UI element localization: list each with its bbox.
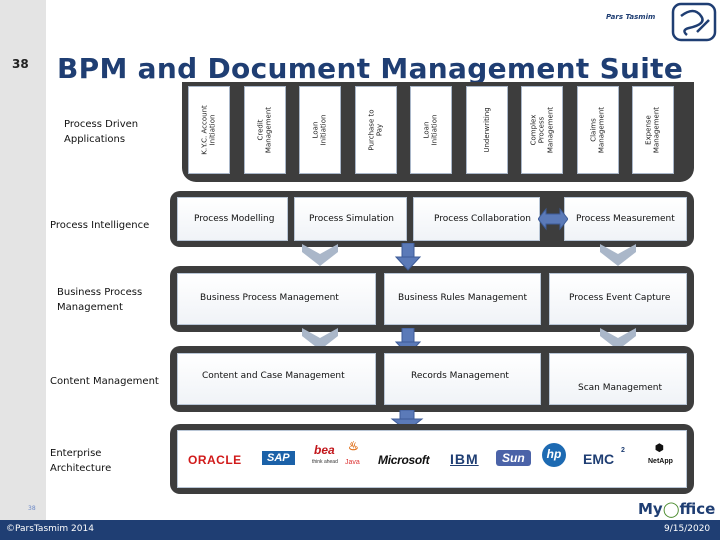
label-business-process-management: Business Process Management — [57, 287, 143, 313]
double-arrow-icon — [538, 207, 568, 231]
emc-logo: EMC — [583, 451, 615, 467]
app-complex-process-management[interactable]: Complex Process Management — [521, 86, 563, 174]
footer-bar — [0, 520, 720, 540]
label-process-driven-applications: Process Driven Applications — [64, 119, 139, 145]
java-logo: Java — [345, 459, 360, 466]
app-loan-initiation[interactable]: Loan Initiation — [299, 86, 341, 174]
process-modelling-panel[interactable]: Process Modelling — [177, 197, 288, 241]
records-management-panel[interactable]: Records Management — [384, 353, 541, 405]
app-claims-management[interactable]: Claims Management — [577, 86, 619, 174]
bea-logo: bea — [314, 443, 335, 457]
ibm-logo: IBM — [450, 451, 479, 467]
scan-management-panel[interactable]: Scan Management — [549, 353, 687, 405]
bea-tagline: think ahead — [312, 459, 338, 465]
slide-number: 38 — [12, 57, 29, 71]
process-simulation-panel[interactable]: Process Simulation — [294, 197, 407, 241]
sun-logo: Sun — [496, 450, 531, 466]
copyright-text: ©ParsTasmim 2014 — [6, 524, 94, 534]
microsoft-logo: Microsoft — [378, 453, 430, 467]
down-chevron-icon — [302, 328, 338, 350]
left-sidebar-bar — [0, 0, 46, 520]
app-credit-management[interactable]: Credit Management — [244, 86, 286, 174]
page-title: BPM and Document Management Suite — [57, 52, 684, 85]
netapp-mark-icon: ⬢ — [655, 443, 664, 454]
footer-date: 9/15/2020 — [664, 524, 711, 534]
brand-logo-icon — [671, 2, 717, 42]
oracle-logo: ORACLE — [188, 453, 242, 467]
brand-name: Pars Tasmim — [606, 13, 656, 21]
label-content-management: Content Management — [50, 376, 159, 387]
business-rules-management-panel[interactable]: Business Rules Management — [384, 273, 541, 325]
office-o-icon: ◯ — [662, 500, 680, 518]
vendor-logos-panel: ORACLE SAP bea think ahead ♨ Java Micros… — [177, 430, 687, 488]
hp-logo: hp — [542, 443, 566, 467]
app-purchase-to-pay[interactable]: Purchase to Pay — [355, 86, 397, 174]
process-event-capture-panel[interactable]: Process Event Capture — [549, 273, 687, 325]
app-underwriting[interactable]: Underwriting — [466, 86, 508, 174]
down-chevron-icon — [600, 244, 636, 266]
label-enterprise-architecture: Enterprise Architecture — [50, 448, 112, 474]
app-expense-management[interactable]: Expense Management — [632, 86, 674, 174]
label-process-intelligence: Process Intelligence — [50, 220, 150, 231]
emc-superscript: 2 — [621, 447, 625, 454]
java-cup-icon: ♨ — [348, 439, 359, 453]
app-kyc-account-initiation[interactable]: K.Y.C. Account Initiation — [188, 86, 230, 174]
down-chevron-icon — [600, 328, 636, 350]
down-arrow-icon — [394, 243, 422, 271]
content-and-case-management-panel[interactable]: Content and Case Management — [177, 353, 376, 405]
sap-logo: SAP — [262, 451, 295, 465]
process-collaboration-panel[interactable]: Process Collaboration — [413, 197, 540, 241]
down-chevron-icon — [302, 244, 338, 266]
process-measurement-panel[interactable]: Process Measurement — [564, 197, 687, 241]
app-loan-initiation-2[interactable]: Loan Initiation — [410, 86, 452, 174]
footer-slide-number: 38 — [28, 505, 36, 512]
myoffice-logo: My◯ffice — [638, 500, 716, 518]
business-process-management-panel[interactable]: Business Process Management — [177, 273, 376, 325]
netapp-logo: NetApp — [648, 458, 673, 465]
